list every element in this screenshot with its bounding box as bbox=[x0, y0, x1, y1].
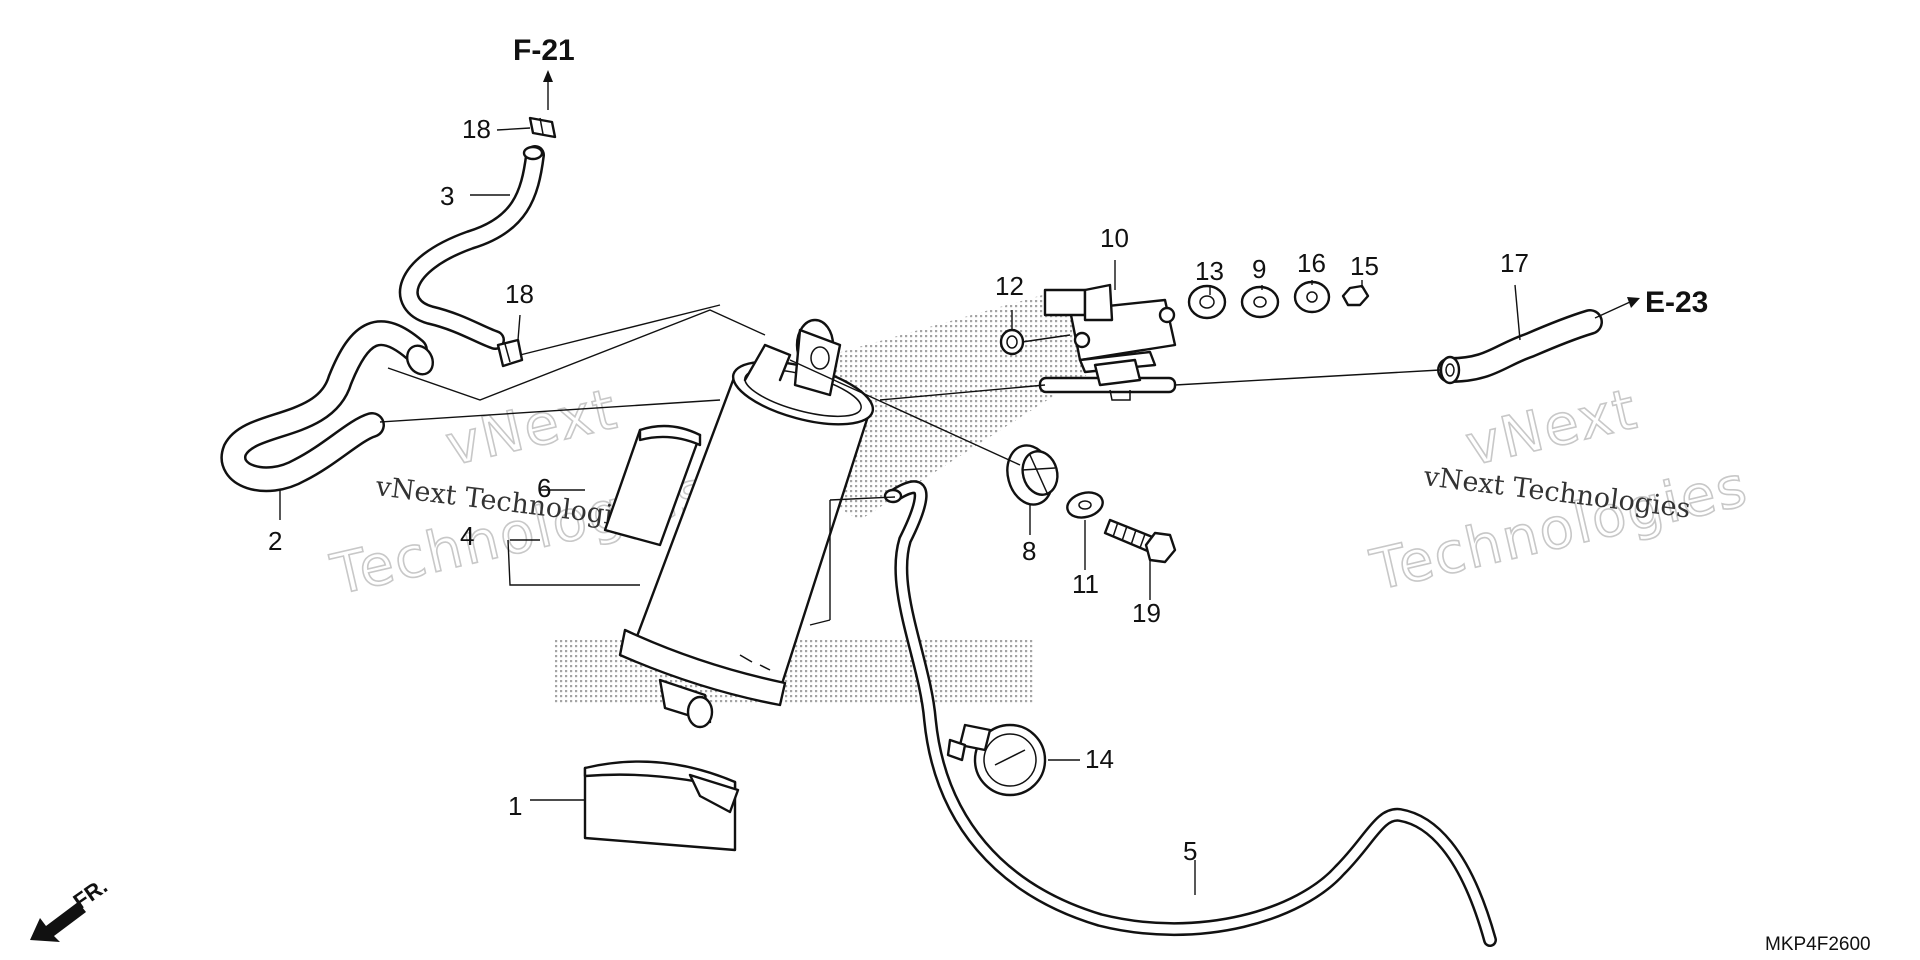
callout-15: 15 bbox=[1350, 251, 1379, 281]
callout-6: 6 bbox=[537, 473, 551, 503]
callout-16: 16 bbox=[1297, 248, 1326, 278]
part-6-shield bbox=[603, 424, 702, 547]
callout-labels: 1 2 3 4 5 6 8 9 10 11 12 13 14 15 16 17 … bbox=[268, 114, 1529, 866]
part-11-washer bbox=[1066, 491, 1104, 519]
part-5-hose bbox=[883, 480, 1497, 947]
part-9-washer bbox=[1240, 285, 1280, 319]
part-19-bolt bbox=[1103, 518, 1177, 564]
part-13-collar bbox=[1187, 284, 1227, 320]
part-4-canister bbox=[618, 318, 875, 729]
callout-13: 13 bbox=[1195, 256, 1224, 286]
leader-lines bbox=[279, 127, 1521, 895]
part-14-clamp bbox=[946, 723, 1047, 797]
part-16-washer bbox=[1293, 280, 1331, 314]
part-17-hose bbox=[1437, 309, 1603, 385]
front-arrow-icon: FR. bbox=[30, 873, 112, 942]
reference-top: F-21 bbox=[513, 34, 575, 67]
svg-text:vNext: vNext bbox=[440, 377, 624, 479]
svg-text:vNext: vNext bbox=[1460, 377, 1644, 479]
callout-12: 12 bbox=[995, 271, 1024, 301]
part-10-valve bbox=[1038, 283, 1177, 401]
reference-arrow-icon bbox=[543, 70, 1640, 319]
callout-8: 8 bbox=[1022, 536, 1036, 566]
callout-5: 5 bbox=[1183, 836, 1197, 866]
routing-lines bbox=[379, 304, 1441, 626]
part-8-grommet bbox=[1006, 444, 1059, 506]
callout-9: 9 bbox=[1252, 254, 1266, 284]
callout-3: 3 bbox=[440, 181, 454, 211]
callout-4: 4 bbox=[460, 521, 474, 551]
callout-18-top: 18 bbox=[462, 114, 491, 144]
part-3-hose bbox=[398, 145, 545, 350]
part-18-clip-top bbox=[528, 116, 557, 139]
callout-11: 11 bbox=[1072, 569, 1099, 599]
callout-17: 17 bbox=[1500, 248, 1529, 278]
part-18-clip-bottom bbox=[496, 338, 524, 368]
callout-10: 10 bbox=[1100, 223, 1129, 253]
part-1-strap bbox=[583, 760, 740, 852]
part-2-hose bbox=[220, 320, 435, 493]
drawing-code: MKP4F2600 bbox=[1765, 934, 1871, 955]
callout-2: 2 bbox=[268, 526, 282, 556]
callout-18-bottom: 18 bbox=[505, 279, 534, 309]
reference-right: E-23 bbox=[1645, 286, 1708, 319]
part-15-nut bbox=[1341, 284, 1370, 307]
callout-19: 19 bbox=[1132, 598, 1161, 628]
callout-1: 1 bbox=[508, 791, 522, 821]
callout-14: 14 bbox=[1085, 744, 1114, 774]
part-12-grommet bbox=[999, 328, 1025, 356]
